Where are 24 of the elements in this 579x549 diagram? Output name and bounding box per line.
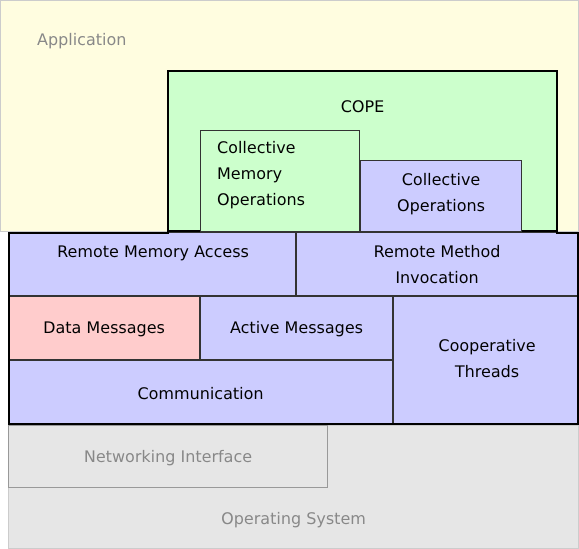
layer-box [8, 425, 579, 549]
layer-label: Data Messages [42, 317, 166, 339]
layer-box [200, 130, 360, 232]
layer-label: Collective Operations [396, 169, 486, 217]
layer-box [8, 232, 296, 296]
layer-label: Cooperative Threads [437, 335, 537, 383]
layer-label: Remote Memory Access [56, 241, 250, 263]
layer-box [8, 360, 393, 425]
layer-box [167, 70, 558, 232]
layer-label: Application [37, 29, 128, 51]
layer-box [360, 160, 522, 232]
layer-label: COPE [340, 96, 386, 118]
layer-label: Networking Interface [82, 446, 254, 468]
layer-label: Communication [136, 383, 265, 405]
layer-label: Operating System [220, 508, 367, 530]
layer-label: Collective Memory Operations [217, 137, 306, 211]
layer-label: Active Messages [228, 317, 364, 339]
layer-box [0, 0, 579, 232]
layer-box [8, 425, 328, 488]
layer-label: Remote Method Invocation [372, 241, 502, 289]
layer-box [393, 296, 579, 425]
layer-box [296, 232, 579, 296]
layer-box [200, 296, 393, 360]
layer-box [8, 296, 200, 360]
